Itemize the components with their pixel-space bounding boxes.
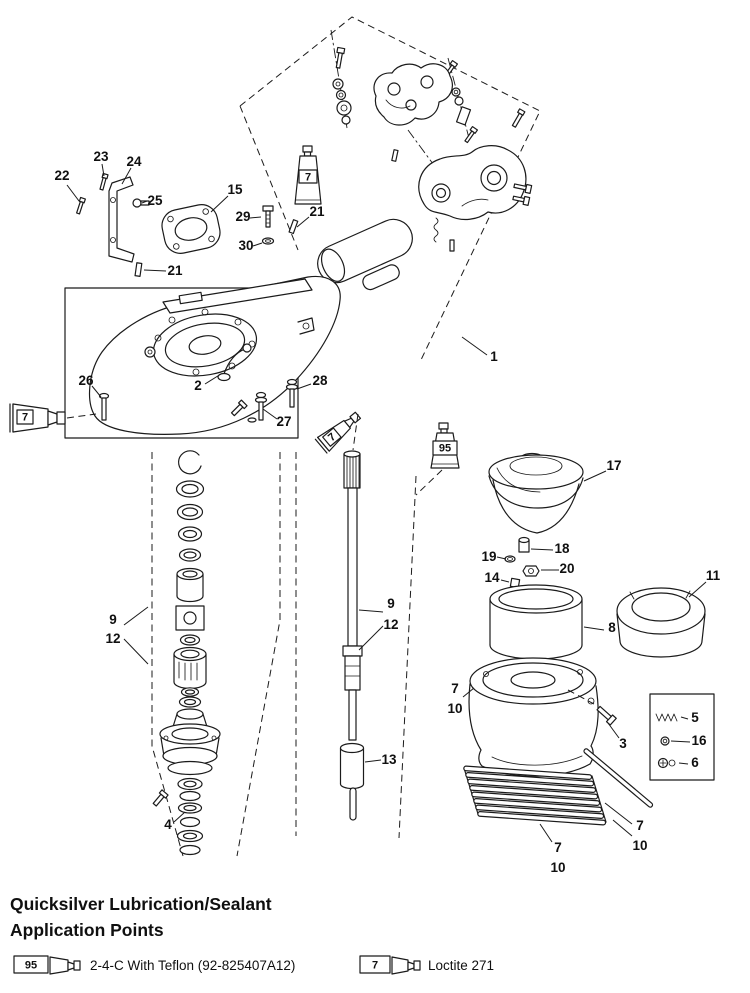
bolt-29 (262, 205, 274, 228)
clamp-bracket (373, 63, 453, 126)
callout-24: 24 (126, 154, 142, 169)
callout-15: 15 (227, 182, 243, 197)
page-title-line2: Application Points (10, 920, 164, 940)
callout-23: 23 (93, 149, 109, 164)
callout-16: 16 (691, 733, 707, 748)
callout-1: 1 (490, 349, 498, 364)
legend-label-7: Loctite 271 (428, 958, 494, 973)
tube-code-top: 7 (305, 172, 311, 184)
seal-bearing-stack (152, 450, 221, 856)
callout-12-b: 12 (383, 617, 398, 632)
page-title-line1: Quicksilver Lubrication/Sealant (10, 894, 272, 914)
callout-12-a: 12 (105, 631, 120, 646)
callout-7-b: 7 (554, 840, 562, 855)
callout-20: 20 (559, 561, 574, 576)
housing-hardware (98, 343, 299, 423)
legend-label-95: 2-4-C With Teflon (92-825407A12) (90, 958, 295, 973)
callout-18: 18 (554, 541, 570, 556)
nut-20 (522, 565, 540, 577)
lubricant-tube-top: 7 (294, 145, 322, 205)
leader-lines (66, 163, 707, 843)
exhaust-tube (317, 218, 413, 291)
callout-19: 19 (481, 549, 496, 564)
callout-13: 13 (381, 752, 397, 767)
tube-code-left: 7 (22, 412, 28, 424)
intake-grate (463, 765, 607, 826)
callout-17: 17 (606, 458, 621, 473)
lubricant-tube-sealant: 95 (415, 422, 460, 496)
legend-item-loctite: 7 Loctite 271 (359, 955, 494, 975)
callout-14: 14 (484, 570, 500, 585)
callout-labels: 22 23 24 25 15 29 30 21 21 1 26 2 27 28 … (54, 149, 720, 875)
bushing-18 (518, 536, 530, 553)
top-hardware-cluster (330, 29, 526, 169)
washer-30 (261, 237, 275, 245)
main-housing (89, 275, 341, 435)
callout-6: 6 (691, 755, 699, 770)
flange-gasket (161, 204, 221, 254)
callout-10-c: 10 (632, 838, 647, 853)
driveshaft (339, 450, 365, 821)
callout-7-c: 7 (636, 818, 644, 833)
callout-25: 25 (147, 193, 163, 208)
callout-27: 27 (276, 414, 291, 429)
screw-3 (596, 705, 617, 726)
pin-21a (288, 219, 299, 235)
callout-9-a: 9 (109, 612, 117, 627)
lubricant-tube-center: 7 (314, 411, 362, 454)
legend-item-sealant: 95 2-4-C With Teflon (92-825407A12) (13, 955, 295, 975)
callout-4: 4 (164, 817, 172, 832)
callout-30: 30 (238, 238, 253, 253)
callout-28: 28 (312, 373, 328, 388)
callout-3: 3 (619, 736, 627, 751)
legend-code-95: 95 (25, 960, 37, 972)
callout-10-a: 10 (447, 701, 462, 716)
legend-code-7: 7 (372, 960, 378, 972)
washer-19 (504, 555, 516, 563)
callout-29: 29 (235, 209, 250, 224)
callout-10-b: 10 (550, 860, 565, 875)
collar-11 (616, 587, 706, 658)
callout-21-b: 21 (167, 263, 183, 278)
callout-21-a: 21 (309, 204, 325, 219)
mount-bracket-group (76, 172, 150, 263)
callout-2: 2 (194, 378, 202, 393)
shift-cam-housing (418, 145, 533, 252)
pin-21b (134, 262, 143, 277)
callout-22: 22 (54, 168, 69, 183)
pump-housing (468, 657, 599, 777)
hardware-detail-box (649, 693, 715, 781)
callout-8: 8 (608, 620, 616, 635)
impeller-group (488, 452, 584, 589)
footer: Quicksilver Lubrication/Sealant Applicat… (10, 894, 494, 975)
callout-26: 26 (78, 373, 94, 388)
long-rod (583, 748, 654, 808)
assembly-boundaries (64, 16, 541, 857)
callout-5: 5 (691, 710, 699, 725)
callout-11: 11 (706, 568, 721, 583)
callout-9-b: 9 (387, 596, 395, 611)
liner-8 (489, 584, 583, 660)
lubricant-tube-left: 7 (9, 403, 97, 433)
callout-7-a: 7 (451, 681, 459, 696)
tube-code-sealant: 95 (439, 443, 451, 455)
